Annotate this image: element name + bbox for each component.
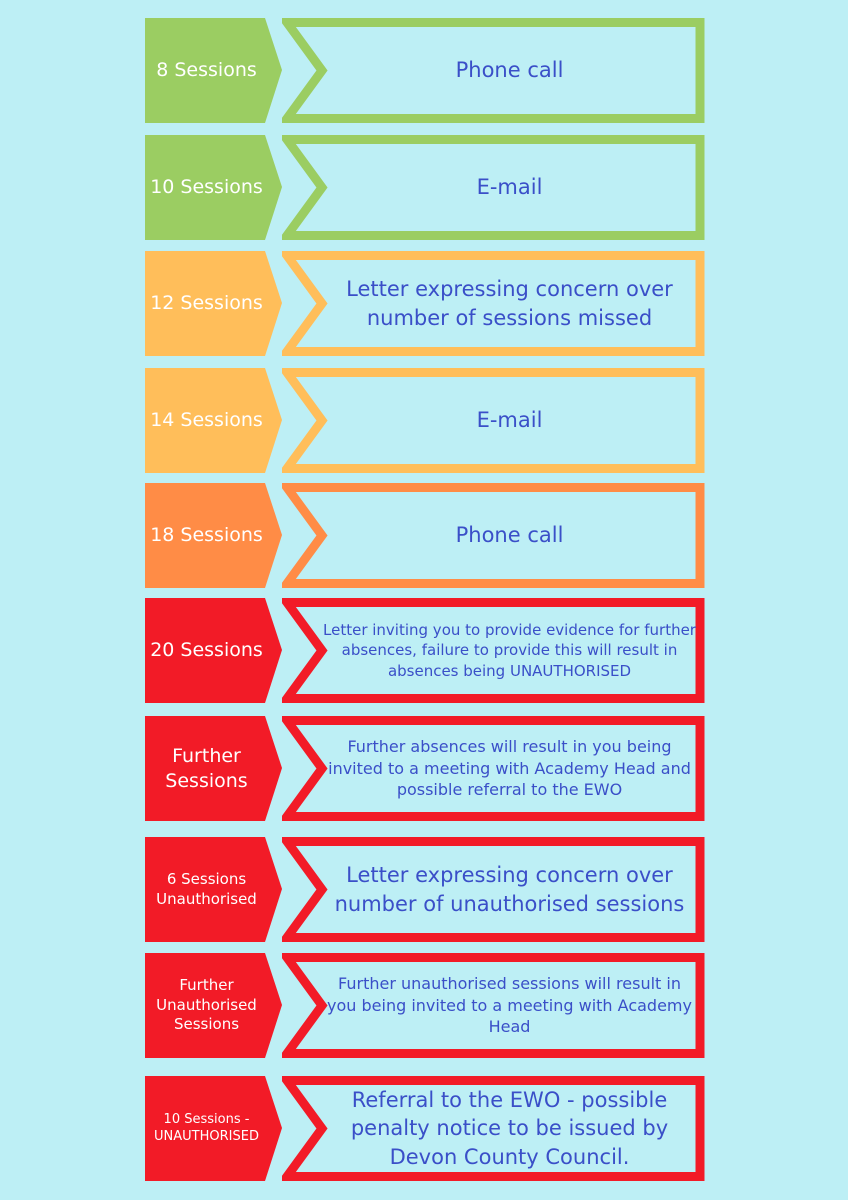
flow-step-row: 10 Sessions E-mail — [145, 135, 705, 240]
action-text: Further absences will result in you bein… — [328, 737, 691, 800]
chevron-outline — [282, 716, 705, 821]
session-threshold-arrow: 8 Sessions — [145, 18, 282, 123]
action-chevron-box: E-mail — [282, 135, 705, 240]
flow-step-row: 20 Sessions Letter inviting you to provi… — [145, 598, 705, 703]
action-text: Letter expressing concern over number of… — [334, 863, 685, 916]
chevron-outline — [282, 18, 705, 123]
action-text: Further unauthorised sessions will resul… — [327, 974, 692, 1037]
chevron-outline — [282, 1076, 705, 1181]
flow-step-row: 10 Sessions - UNAUTHORISED Referral to t… — [145, 1076, 705, 1181]
flow-step-row: Further Unauthorised Sessions Further un… — [145, 953, 705, 1058]
session-threshold-arrow: 12 Sessions — [145, 251, 282, 356]
chevron-outline — [282, 483, 705, 588]
action-chevron-box: Referral to the EWO - possible penalty n… — [282, 1076, 705, 1181]
flow-step-row: 8 Sessions Phone call — [145, 18, 705, 123]
chevron-outline — [282, 837, 705, 942]
session-threshold-label: 20 Sessions — [150, 639, 263, 662]
action-chevron-box: Phone call — [282, 18, 705, 123]
session-threshold-arrow: 14 Sessions — [145, 368, 282, 473]
action-text: Phone call — [455, 58, 564, 83]
action-text: Letter inviting you to provide evidence … — [323, 621, 696, 680]
session-threshold-label: Further Sessions — [165, 744, 248, 792]
session-threshold-arrow: 18 Sessions — [145, 483, 282, 588]
action-chevron-box: Letter expressing concern over number of… — [282, 837, 705, 942]
session-threshold-label: 12 Sessions — [150, 292, 263, 315]
chevron-outline — [282, 135, 705, 240]
action-chevron-box: Letter inviting you to provide evidence … — [282, 598, 705, 703]
session-threshold-label: 10 Sessions — [150, 176, 263, 199]
session-threshold-arrow: 10 Sessions - UNAUTHORISED — [145, 1076, 282, 1181]
session-threshold-arrow: Further Unauthorised Sessions — [145, 953, 282, 1058]
session-threshold-label: 10 Sessions - UNAUTHORISED — [154, 1111, 259, 1144]
session-threshold-label: 8 Sessions — [156, 59, 257, 82]
action-text: E-mail — [476, 175, 543, 200]
action-text: Phone call — [455, 523, 564, 548]
chevron-outline — [282, 368, 705, 473]
session-threshold-label: 6 Sessions Unauthorised — [156, 870, 257, 908]
session-threshold-arrow: 20 Sessions — [145, 598, 282, 703]
action-chevron-box: Phone call — [282, 483, 705, 588]
session-threshold-arrow: Further Sessions — [145, 716, 282, 821]
session-threshold-label: 18 Sessions — [150, 524, 263, 547]
flow-step-row: 18 Sessions Phone call — [145, 483, 705, 588]
action-chevron-box: Further unauthorised sessions will resul… — [282, 953, 705, 1058]
flow-step-row: 12 Sessions Letter expressing concern ov… — [145, 251, 705, 356]
session-threshold-label: 14 Sessions — [150, 409, 263, 432]
action-chevron-box: Further absences will result in you bein… — [282, 716, 705, 821]
session-threshold-arrow: 10 Sessions — [145, 135, 282, 240]
action-chevron-box: Letter expressing concern over number of… — [282, 251, 705, 356]
session-threshold-label: Further Unauthorised Sessions — [156, 976, 257, 1034]
flow-step-row: 14 Sessions E-mail — [145, 368, 705, 473]
flow-step-row: 6 Sessions Unauthorised Letter expressin… — [145, 837, 705, 942]
action-text: E-mail — [476, 408, 543, 433]
action-text: Letter expressing concern over number of… — [346, 277, 673, 330]
session-threshold-arrow: 6 Sessions Unauthorised — [145, 837, 282, 942]
flow-step-row: Further Sessions Further absences will r… — [145, 716, 705, 821]
chevron-outline — [282, 953, 705, 1058]
action-text: Referral to the EWO - possible penalty n… — [350, 1087, 669, 1169]
chevron-outline — [282, 251, 705, 356]
chevron-outline — [282, 598, 705, 703]
action-chevron-box: E-mail — [282, 368, 705, 473]
